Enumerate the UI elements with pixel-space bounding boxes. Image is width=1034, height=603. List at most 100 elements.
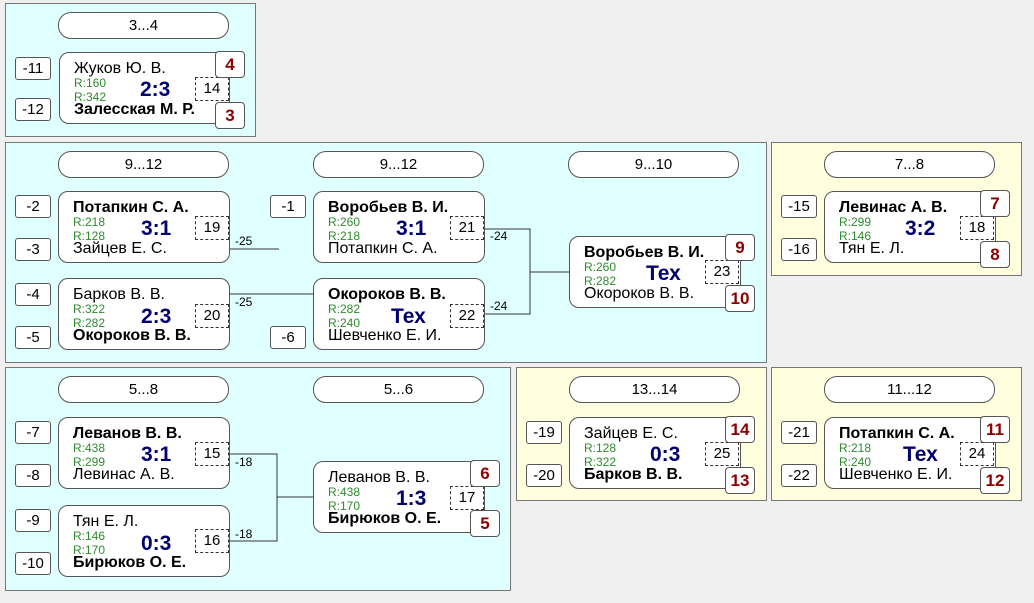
loser-label: -25 — [235, 234, 253, 248]
seed-box: -9 — [15, 509, 51, 532]
player-2-name: Бирюков О. Е. — [73, 554, 187, 571]
place-badge: 3 — [215, 102, 245, 129]
match-score: 3:1 — [141, 443, 172, 466]
player-1-rating: R:128 — [584, 441, 617, 455]
player-1-name: Воробьев В. И. — [584, 244, 705, 261]
seed-box: -12 — [15, 98, 51, 121]
player-2-rating: R:322 — [584, 455, 617, 469]
match-score: 2:3 — [141, 305, 172, 328]
player-2-name: Окороков В. В. — [584, 285, 695, 302]
round-header: 7...8 — [824, 151, 995, 178]
player-1-rating: R:218 — [73, 215, 106, 229]
seed-box: -16 — [781, 238, 817, 261]
seed-box: -22 — [781, 464, 817, 487]
match-score: 3:1 — [396, 217, 427, 240]
player-1-name: Левинас А. В. — [839, 199, 948, 216]
match-score: 0:3 — [650, 443, 681, 466]
player-2-rating: R:128 — [73, 229, 106, 243]
match-number: 21 — [450, 216, 484, 240]
match-number: 15 — [195, 442, 229, 466]
seed-box: -19 — [526, 421, 562, 444]
player-1-rating: R:438 — [328, 485, 361, 499]
player-2-name: Левинас А. В. — [73, 466, 175, 483]
player-1-name: Леванов В. В. — [73, 425, 182, 442]
player-1-name: Барков В. В. — [73, 286, 165, 303]
place-badge: 8 — [980, 241, 1010, 268]
seed-box: -15 — [781, 195, 817, 218]
seed-box: -8 — [15, 464, 51, 487]
match-score: 0:3 — [141, 532, 172, 555]
match-score: Тех — [903, 443, 938, 466]
seed-box: -7 — [15, 421, 51, 444]
player-1-name: Леванов В. В. — [328, 469, 430, 486]
round-header: 9...12 — [313, 151, 484, 178]
player-2-rating: R:146 — [839, 229, 872, 243]
match-card[interactable]: Потапкин С. А. R:218 R:128 3:1 Зайцев Е.… — [58, 191, 230, 263]
match-score: 1:3 — [396, 487, 427, 510]
player-1-rating: R:438 — [73, 441, 106, 455]
match-number: 14 — [195, 77, 229, 101]
seed-box: -10 — [15, 552, 51, 575]
player-1-name: Окороков В. В. — [328, 286, 446, 303]
match-card[interactable]: Леванов В. В. R:438 R:299 3:1 Левинас А.… — [58, 417, 230, 489]
round-header: 9...10 — [568, 151, 739, 178]
panel-13-14: 13...14 -19 -20 Зайцев Е. С. R:128 R:322… — [516, 367, 767, 501]
round-header: 3...4 — [58, 12, 229, 39]
player-1-name: Тян Е. Л. — [73, 513, 139, 530]
player-1-rating: R:146 — [73, 529, 106, 543]
player-1-name: Жуков Ю. В. — [74, 60, 166, 77]
match-number: 25 — [705, 442, 739, 466]
place-badge: 11 — [980, 416, 1010, 443]
round-header: 5...6 — [313, 376, 484, 403]
player-2-name: Потапкин С. А. — [328, 240, 438, 257]
player-2-name: Тян Е. Л. — [839, 240, 905, 257]
seed-box: -20 — [526, 464, 562, 487]
seed-box: -2 — [15, 195, 51, 218]
match-card[interactable]: Тян Е. Л. R:146 R:170 0:3 Бирюков О. Е. — [58, 505, 230, 577]
player-1-rating: R:218 — [839, 441, 872, 455]
player-1-rating: R:260 — [328, 215, 361, 229]
loser-label: -24 — [490, 229, 508, 243]
panel-9-12: 9...12 9...12 9...10 -2 -3 -4 -5 -1 -6 -… — [5, 142, 767, 363]
match-score: 2:3 — [140, 78, 171, 101]
match-card[interactable]: Зайцев Е. С. R:128 R:322 0:3 Барков В. В… — [569, 417, 741, 489]
place-badge: 13 — [725, 467, 755, 494]
panel-11-12: 11...12 -21 -22 Потапкин С. А. R:218 R:2… — [771, 367, 1022, 501]
player-2-rating: R:342 — [74, 90, 107, 104]
match-score: 3:1 — [141, 217, 172, 240]
round-header: 11...12 — [824, 376, 995, 403]
player-1-rating: R:160 — [74, 76, 107, 90]
player-2-rating: R:240 — [839, 455, 872, 469]
loser-label: -24 — [490, 299, 508, 313]
player-1-rating: R:299 — [839, 215, 872, 229]
match-number: 19 — [195, 216, 229, 240]
loser-label: -18 — [235, 527, 253, 541]
place-badge: 4 — [215, 51, 245, 78]
player-1-name: Воробьев В. И. — [328, 199, 449, 216]
seed-box: -3 — [15, 238, 51, 261]
match-number: 24 — [960, 442, 994, 466]
place-badge: 9 — [725, 234, 755, 261]
player-1-name: Потапкин С. А. — [839, 425, 955, 442]
player-2-name: Шевченко Е. И. — [328, 327, 442, 344]
player-1-rating: R:282 — [328, 302, 361, 316]
match-number: 16 — [195, 529, 229, 553]
round-header: 5...8 — [58, 376, 229, 403]
seed-box: -4 — [15, 283, 51, 306]
match-number: 20 — [195, 304, 229, 328]
player-1-name: Зайцев Е. С. — [584, 425, 678, 442]
panel-3-4: 3...4 -11 -12 Жуков Ю. В. R:160 R:342 2:… — [5, 3, 256, 137]
player-2-rating: R:170 — [73, 543, 106, 557]
match-score: Тех — [391, 305, 426, 328]
match-score: Тех — [646, 262, 681, 285]
match-card[interactable]: Барков В. В. R:322 R:282 2:3 Окороков В.… — [58, 278, 230, 350]
place-badge: 12 — [980, 467, 1010, 494]
player-2-rating: R:170 — [328, 499, 361, 513]
panel-7-8: 7...8 -15 -16 Левинас А. В. R:299 R:146 … — [771, 142, 1022, 276]
match-number: 22 — [450, 304, 484, 328]
player-1-rating: R:322 — [73, 302, 106, 316]
player-2-name: Залесская М. Р. — [74, 101, 195, 118]
match-number: 23 — [705, 260, 739, 284]
seed-box: -21 — [781, 421, 817, 444]
match-number: 17 — [450, 486, 484, 510]
